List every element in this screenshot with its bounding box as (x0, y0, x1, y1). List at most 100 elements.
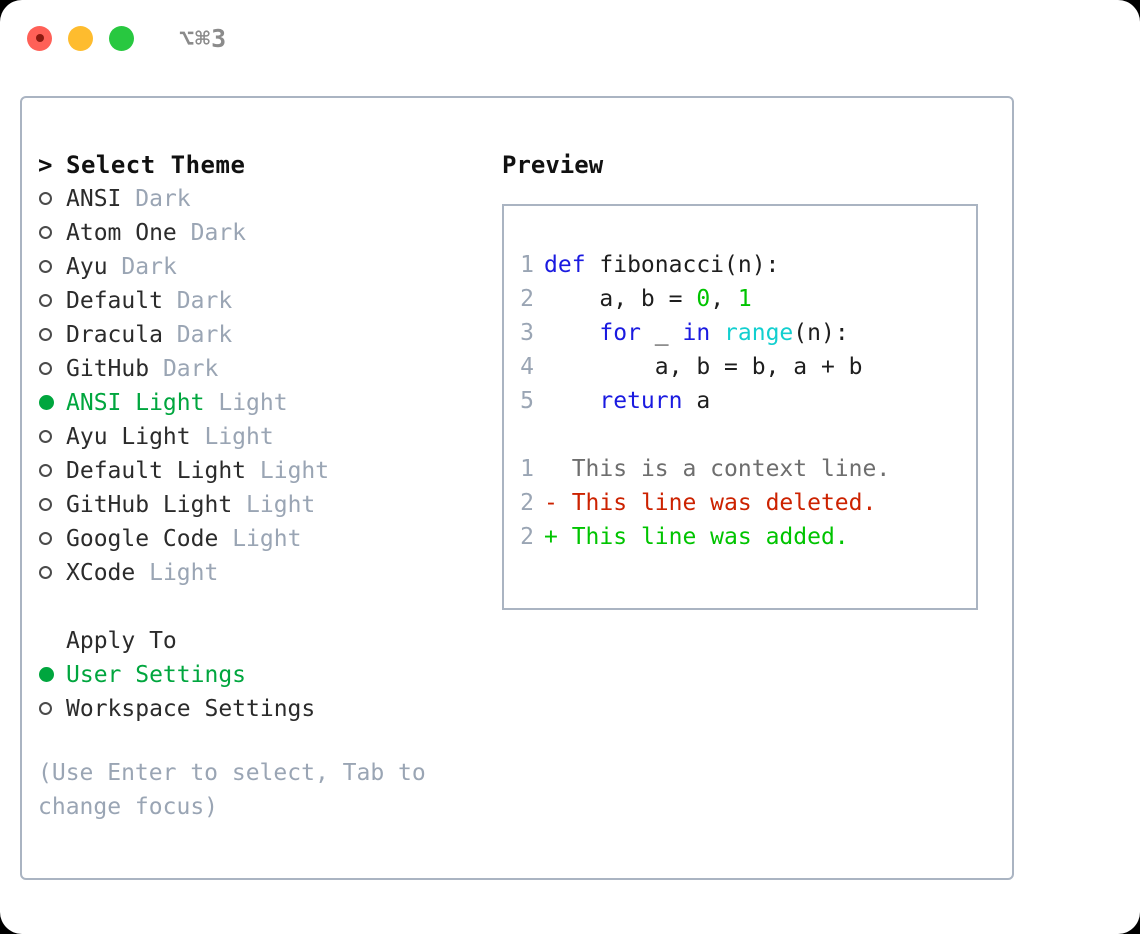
code-line: 4 a, b = b, a + b (504, 350, 976, 384)
close-button-icon[interactable] (27, 25, 52, 51)
theme-name: GitHub (66, 356, 150, 382)
theme-list-item[interactable]: XCode Light (38, 556, 502, 590)
list-spacer (38, 590, 502, 624)
theme-name-gap (191, 420, 205, 454)
apply-to-label: Workspace Settings (66, 696, 316, 722)
radio-unselected-icon[interactable] (38, 556, 66, 590)
code-token-plain: fibonacci(n): (585, 252, 780, 278)
code-token-num: 0 (696, 286, 711, 312)
theme-list-item[interactable]: ANSI Dark (38, 182, 502, 216)
theme-list-item[interactable]: ANSI Light Light (38, 386, 502, 420)
theme-variant-tag: Light (259, 458, 330, 484)
keyboard-shortcut-label: ⌥⌘3 (179, 23, 228, 53)
radio-unselected-icon[interactable] (38, 352, 66, 386)
radio-unselected-icon[interactable] (38, 182, 66, 216)
code-token-kw: in (682, 320, 711, 346)
theme-name: GitHub Light (66, 492, 233, 518)
code-line-number: 1 (520, 252, 534, 278)
radio-unselected-icon[interactable] (38, 692, 66, 726)
code-token-kw: for (599, 320, 641, 346)
code-line: 3 for _ in range(n): (504, 316, 976, 350)
theme-name-gap (163, 318, 177, 352)
code-line-number: 2 (520, 286, 534, 312)
theme-list-item[interactable]: GitHub Dark (38, 352, 502, 386)
theme-name: ANSI (66, 186, 122, 212)
apply-to-item[interactable]: User Settings (38, 658, 502, 692)
code-token-kw: def (544, 252, 586, 278)
radio-unselected-icon[interactable] (38, 454, 66, 488)
diff-text: This line was deleted. (571, 490, 877, 516)
theme-list-item[interactable]: Ayu Dark (38, 250, 502, 284)
theme-list-item[interactable]: Default Dark (38, 284, 502, 318)
theme-name: XCode (66, 560, 136, 586)
theme-name-gap (232, 488, 246, 522)
select-theme-heading: > Select Theme (38, 148, 502, 182)
theme-variant-tag: Dark (176, 288, 233, 314)
maximize-button-icon[interactable] (109, 25, 134, 51)
window-controls (27, 25, 134, 51)
code-line: 2 a, b = 0, 1 (504, 282, 976, 316)
theme-name: Google Code (66, 526, 219, 552)
radio-unselected-icon[interactable] (38, 318, 66, 352)
theme-list-item[interactable]: Default Light Light (38, 454, 502, 488)
code-token-kw: return (599, 388, 683, 414)
code-line: 1 def fibonacci(n): (504, 248, 976, 282)
radio-unselected-icon[interactable] (38, 250, 66, 284)
radio-unselected-icon[interactable] (38, 488, 66, 522)
theme-variant-tag: Light (218, 390, 288, 416)
theme-name-gap (163, 284, 177, 318)
theme-variant-tag: Light (149, 560, 219, 586)
diff-marker (544, 452, 572, 486)
radio-unselected-icon[interactable] (38, 284, 66, 318)
theme-variant-tag: Light (246, 492, 316, 518)
theme-list-item[interactable]: Ayu Light Light (38, 420, 502, 454)
code-line-content: a, b = 0, 1 (544, 282, 751, 316)
theme-name-gap (177, 216, 191, 250)
diff-line-number: 2 (520, 524, 534, 550)
code-line-content: def fibonacci(n): (544, 248, 779, 282)
theme-name-gap (149, 352, 163, 386)
diff-line-number: 1 (520, 456, 534, 482)
theme-variant-tag: Dark (176, 322, 233, 348)
theme-name: Ayu (66, 254, 108, 280)
apply-to-label: User Settings (66, 662, 247, 688)
code-line-number: 3 (520, 320, 534, 346)
theme-name-gap (204, 386, 218, 420)
theme-name-gap (246, 454, 260, 488)
theme-variant-tag: Light (204, 424, 274, 450)
theme-variant-tag: Dark (162, 356, 219, 382)
theme-name-gap (135, 556, 149, 590)
apply-to-item[interactable]: Workspace Settings (38, 692, 502, 726)
code-token-plain (544, 388, 599, 414)
theme-variant-tag: Dark (190, 220, 247, 246)
radio-unselected-icon[interactable] (38, 216, 66, 250)
radio-selected-icon[interactable] (38, 658, 66, 692)
radio-selected-icon[interactable] (38, 386, 66, 420)
diff-block: 1 This is a context line.2- This line wa… (504, 452, 976, 554)
minimize-button-icon[interactable] (68, 25, 93, 51)
theme-name-gap (121, 182, 135, 216)
code-token-plain: _ (640, 320, 683, 346)
diff-marker: - (544, 490, 572, 516)
title-bar: ⌥⌘3 (0, 0, 1140, 76)
radio-unselected-icon[interactable] (38, 522, 66, 556)
code-line-number: 5 (520, 388, 534, 414)
theme-list-item[interactable]: GitHub Light Light (38, 488, 502, 522)
code-diff-gap (504, 418, 976, 452)
theme-name: Ayu Light (66, 424, 191, 450)
radio-unselected-icon[interactable] (38, 420, 66, 454)
theme-list-item[interactable]: Dracula Dark (38, 318, 502, 352)
theme-name-gap (218, 522, 232, 556)
code-token-plain: a (682, 388, 711, 414)
code-token-plain (544, 320, 599, 346)
theme-list-item[interactable]: Google Code Light (38, 522, 502, 556)
code-line-content: for _ in range(n): (544, 316, 848, 350)
code-line: 5 return a (504, 384, 976, 418)
theme-variant-tag: Dark (121, 254, 177, 280)
theme-list-item[interactable]: Atom One Dark (38, 216, 502, 250)
